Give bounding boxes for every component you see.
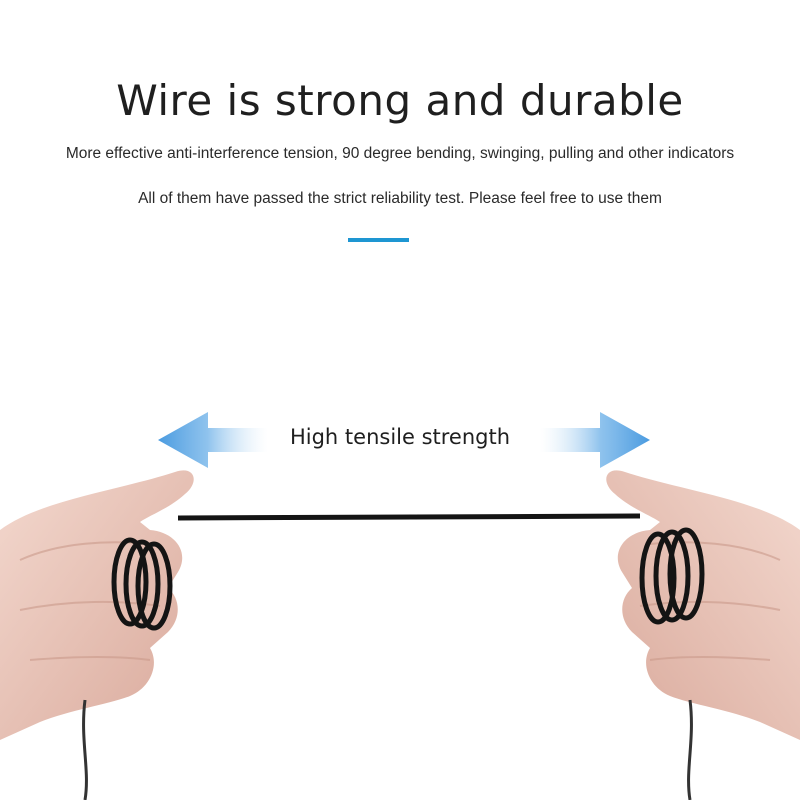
cable-coils-left [111,537,173,631]
hands-pulling-cable-illustration [0,470,800,800]
accent-divider [348,238,409,242]
cable-tail-left [82,699,88,800]
left-hand [0,470,194,740]
cable-coils-right [639,527,705,625]
subtitle-line-1: More effective anti-interference tension… [65,145,735,162]
arrow-right-icon [540,412,650,468]
cable-tail-right [687,699,693,800]
cable-taut [177,513,641,521]
arrow-left-icon [158,412,268,468]
right-hand [606,470,800,740]
page-title: Wire is strong and durable [116,76,684,125]
subtitle-line-2: All of them have passed the strict relia… [138,190,662,207]
tensile-caption: High tensile strength [289,425,511,449]
